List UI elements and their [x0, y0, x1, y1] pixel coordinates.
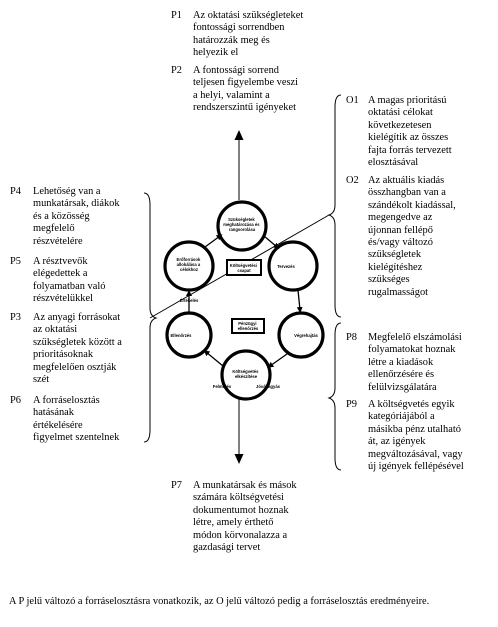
principle-code-p3: P3: [10, 312, 21, 323]
outcome-text-o2: Az aktuális kiadás összhangban van a szá…: [368, 175, 456, 298]
arrow-up-head: [234, 130, 244, 140]
cycle-node-right: [267, 240, 319, 292]
principle-text-p1: Az oktatási szükségleteket fontossági so…: [193, 10, 304, 59]
node-label-right-small: Végrehajtás: [294, 333, 318, 338]
cycle-arrow-right-down: [296, 289, 303, 313]
node-label-right: Tervezés: [277, 264, 295, 269]
node-label-bottom-right: Jóváhagyás: [256, 384, 281, 389]
arrow-down-head: [234, 454, 244, 464]
cycle-node-bottom-right: [277, 311, 325, 359]
principle-code-p4: P4: [10, 186, 21, 197]
center-box-top: [226, 259, 262, 276]
cycle-arrow-bottom-left: [203, 350, 224, 367]
cycle-arrow-right-bottom: [267, 353, 288, 368]
left-brace: [143, 192, 158, 443]
principle-text-p8: Megfelelő elszámolási folyamatokat hozna…: [368, 332, 462, 393]
cycle-node-top: [216, 200, 268, 252]
principle-text-p3: Az anyagi forrásokat az oktatási szükség…: [33, 312, 122, 386]
principle-code-p8: P8: [346, 332, 357, 343]
node-label-top: Szükségletek meghatározása és rangsorolá…: [223, 217, 260, 232]
principle-text-p7: A munkatársak és mások számára költségve…: [193, 480, 297, 554]
right-brace-principles: [327, 322, 342, 471]
right-brace-outcomes: [327, 94, 342, 318]
cycle-node-bottom-left: [165, 311, 213, 359]
footnote: A P jelű változó a forráselosztásra vona…: [9, 596, 430, 607]
principle-text-p2: A fontossági sorrend teljesen figyelembe…: [193, 65, 299, 114]
principle-code-p1: P1: [171, 10, 182, 21]
node-label-left-mid: Értékelés: [180, 298, 199, 303]
node-label-bottom: Költségvetés elkészítése: [232, 369, 259, 379]
principle-text-p9: A költségvetés egyik kategóriájából a má…: [368, 399, 464, 473]
node-label-center-top: Költségvetési csapat: [230, 263, 258, 273]
outcome-code-o1: O1: [346, 95, 359, 106]
node-label-left-small: Ellenőrzés: [171, 333, 193, 338]
node-label-bottom-left: Felmérés: [213, 384, 232, 389]
cycle-node-bottom: [220, 349, 272, 401]
center-box-bottom: [231, 318, 265, 334]
node-label-center-bottom: Pénzügyi ellenőrzés: [238, 321, 259, 331]
principle-text-p4: Lehetőség van a munkatársak, diákok és a…: [33, 186, 120, 247]
principle-text-p6: A forráselosztás hatásának értékelésére …: [33, 395, 120, 444]
outcome-text-o1: A magas prioritású oktatási célokat köve…: [368, 95, 452, 169]
principle-code-p2: P2: [171, 65, 182, 76]
principle-text-p5: A résztvevők elégedettek a folyamatban v…: [33, 256, 106, 305]
principle-code-p9: P9: [346, 399, 357, 410]
cycle-arrow-top-right: [263, 235, 280, 249]
principle-code-p6: P6: [10, 395, 21, 406]
node-label-left: Erőforrások allokálása a célokhoz: [177, 257, 202, 272]
outcome-code-o2: O2: [346, 175, 359, 186]
principle-code-p5: P5: [10, 256, 21, 267]
principle-code-p7: P7: [171, 480, 182, 491]
cycle-arrow-left-top: [204, 234, 223, 248]
